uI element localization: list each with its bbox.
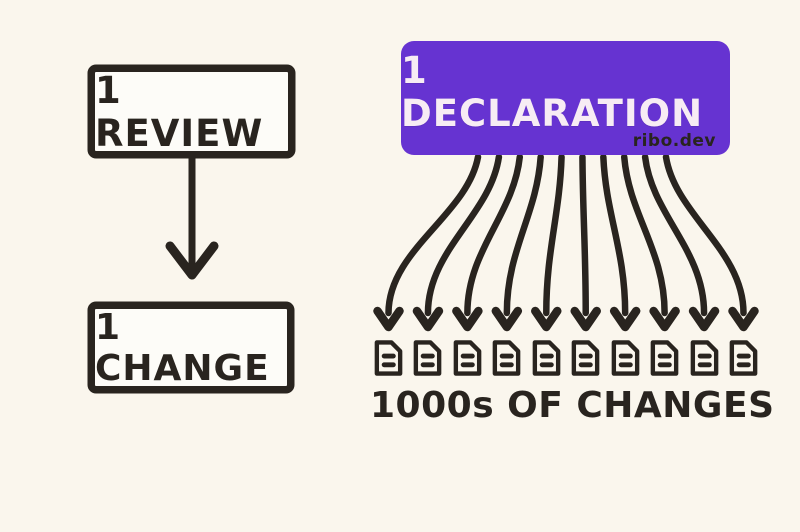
fanout-arrowhead: [373, 306, 404, 332]
review-box-label: 1 REVIEW: [95, 68, 264, 155]
document-icon: [492, 340, 521, 376]
document-icon: [453, 340, 482, 376]
document-icon: [729, 340, 758, 376]
fanout-arrowhead: [412, 306, 444, 332]
review-box: 1 REVIEW: [88, 65, 295, 158]
fanout-arrowhead: [531, 306, 562, 332]
document-icon: [611, 340, 639, 376]
document-icon: [414, 340, 442, 376]
changes-caption: 1000s OF CHANGES: [370, 385, 775, 426]
fanout-arrowhead: [688, 306, 720, 332]
change-box: 1 CHANGE: [88, 302, 294, 393]
watermark-ribo-dev: ribo.dev: [632, 131, 716, 151]
fanout-arrowhead: [570, 306, 601, 332]
declaration-box-label: 1 DECLARATION: [401, 49, 704, 135]
fanout-arrowhead: [609, 306, 641, 332]
fanout-arrow-line: [543, 155, 565, 317]
change-box-label: 1 CHANGE: [95, 306, 270, 389]
fanout-arrow-line: [620, 155, 668, 317]
fanout-arrowhead: [491, 306, 523, 332]
fanout-arrow-line: [503, 155, 544, 317]
fanout-arrows-icon: [373, 155, 759, 332]
fanout-arrow-line: [464, 155, 524, 317]
fanout-arrow-line: [579, 155, 589, 317]
documents-row: [372, 338, 760, 378]
declaration-box: 1 DECLARATION ribo.dev: [401, 41, 730, 155]
document-icon: [571, 340, 600, 376]
document-icon: [374, 340, 403, 376]
fanout-arrowhead: [452, 306, 483, 332]
fanout-arrowhead: [728, 306, 759, 332]
fanout-arrow-line: [600, 155, 629, 317]
document-icon: [532, 340, 561, 376]
fanout-arrowhead: [649, 306, 680, 332]
fanout-arrow-line: [385, 155, 482, 317]
document-icon: [690, 340, 718, 376]
fanout-arrow-line: [662, 155, 747, 317]
down-arrow-icon: [165, 156, 219, 280]
fanout-arrow-line: [641, 155, 708, 317]
fanout-arrow-line: [424, 155, 503, 317]
document-icon: [650, 340, 679, 376]
